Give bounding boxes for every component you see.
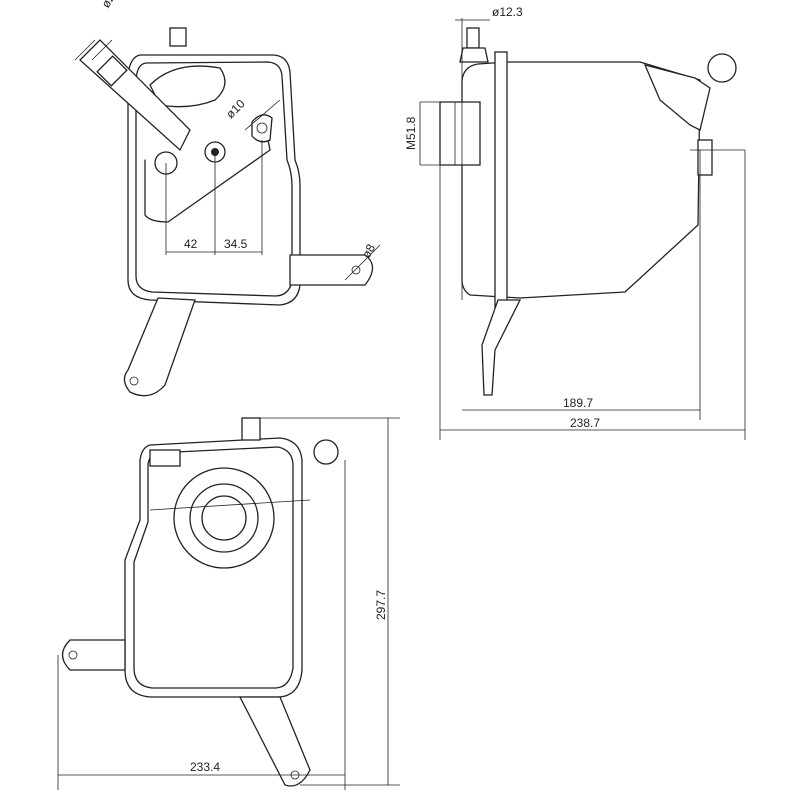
side-view-dimension-lines — [419, 18, 746, 440]
front-view: 297.7 233.4 — [57, 417, 400, 790]
dim-width: 233.4 — [190, 760, 220, 774]
side-view-thread-neck — [439, 101, 481, 166]
front-view-bottom-bracket — [238, 696, 311, 787]
front-view-left-sensor — [149, 449, 181, 467]
side-view-hose-clamp — [707, 53, 737, 83]
side-view-nozzle-base — [459, 47, 489, 63]
dim-offset-a: 42 — [184, 237, 198, 251]
front-view-top-nozzle — [241, 417, 261, 441]
top-view-hole — [256, 122, 268, 134]
front-view-inner-outline — [133, 446, 294, 689]
front-view-outer-outline — [124, 437, 303, 698]
top-view-dimension-lines — [74, 39, 381, 281]
top-view-hole-boss — [251, 114, 273, 143]
dim-overall-width: 238.7 — [570, 416, 600, 430]
top-view-cap-recess — [149, 65, 226, 108]
top-view-inner-outline — [135, 61, 293, 297]
dim-body-width: 189.7 — [563, 396, 593, 410]
top-view-hose-clamp — [96, 55, 128, 87]
dim-mount-hole: ø8 — [359, 241, 378, 260]
top-view-side-mount-tab — [289, 254, 374, 286]
top-view-bottom-bracket — [123, 297, 196, 397]
top-view-hose — [79, 39, 191, 152]
dim-hose-diameter: ø22.5 — [99, 0, 127, 10]
top-view-top-nozzle — [169, 27, 187, 47]
dim-nozzle-diameter: ø12.3 — [492, 5, 523, 19]
top-view: ø22.5 ø10 42 34.5 ø8 — [74, 0, 381, 397]
side-view-bottom-bracket — [481, 299, 522, 396]
front-view-left-mount-hole — [68, 650, 78, 660]
top-view-bracket-hole — [129, 376, 139, 386]
side-view: ø12.3 M51.8 189.7 238.7 — [404, 5, 746, 440]
front-view-filler-opening — [201, 495, 247, 541]
dim-offset-b: 34.5 — [224, 237, 248, 251]
front-view-dimension-lines — [57, 417, 400, 790]
side-view-nozzle — [466, 27, 480, 49]
side-view-flange — [494, 51, 508, 308]
front-view-left-mount-tab — [61, 639, 126, 671]
top-view-lower-recess — [144, 139, 271, 223]
side-view-mount-bolt — [697, 139, 713, 176]
front-view-hose-clamp — [313, 439, 339, 465]
dim-thread: M51.8 — [404, 116, 418, 150]
dim-height: 297.7 — [374, 590, 388, 620]
dim-hole-diameter: ø10 — [223, 96, 248, 121]
top-view-mount-hole — [351, 265, 361, 275]
side-view-hose-outlet — [643, 64, 711, 131]
